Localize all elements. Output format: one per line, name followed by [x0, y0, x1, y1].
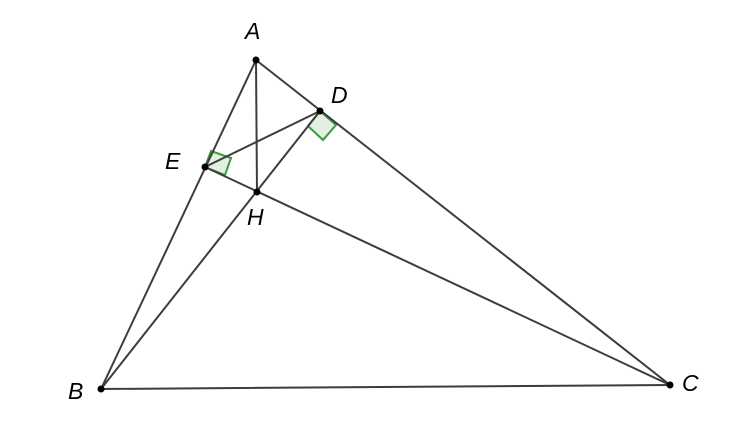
point-d	[316, 107, 324, 115]
label-h: H	[247, 204, 264, 230]
segment-bd	[100, 110, 321, 390]
point-c	[666, 381, 674, 389]
point-h	[253, 188, 261, 196]
segment-ac	[255, 59, 671, 386]
segment-ab	[100, 59, 257, 390]
point-a	[252, 56, 260, 64]
segment-bc	[100, 384, 671, 390]
label-d: D	[331, 82, 348, 108]
segment-ah	[255, 59, 258, 193]
points	[97, 56, 674, 393]
segment-ce	[204, 166, 671, 386]
right-angle-markers	[203, 109, 338, 177]
point-e	[201, 163, 209, 171]
segment-ed	[204, 110, 321, 168]
point-labels: A B C D E H	[68, 18, 699, 404]
right-angle-marker-e	[203, 149, 233, 177]
label-c: C	[682, 370, 699, 396]
label-b: B	[68, 378, 83, 404]
label-e: E	[165, 148, 181, 174]
segments	[100, 59, 671, 390]
label-a: A	[243, 18, 260, 44]
point-b	[97, 385, 105, 393]
